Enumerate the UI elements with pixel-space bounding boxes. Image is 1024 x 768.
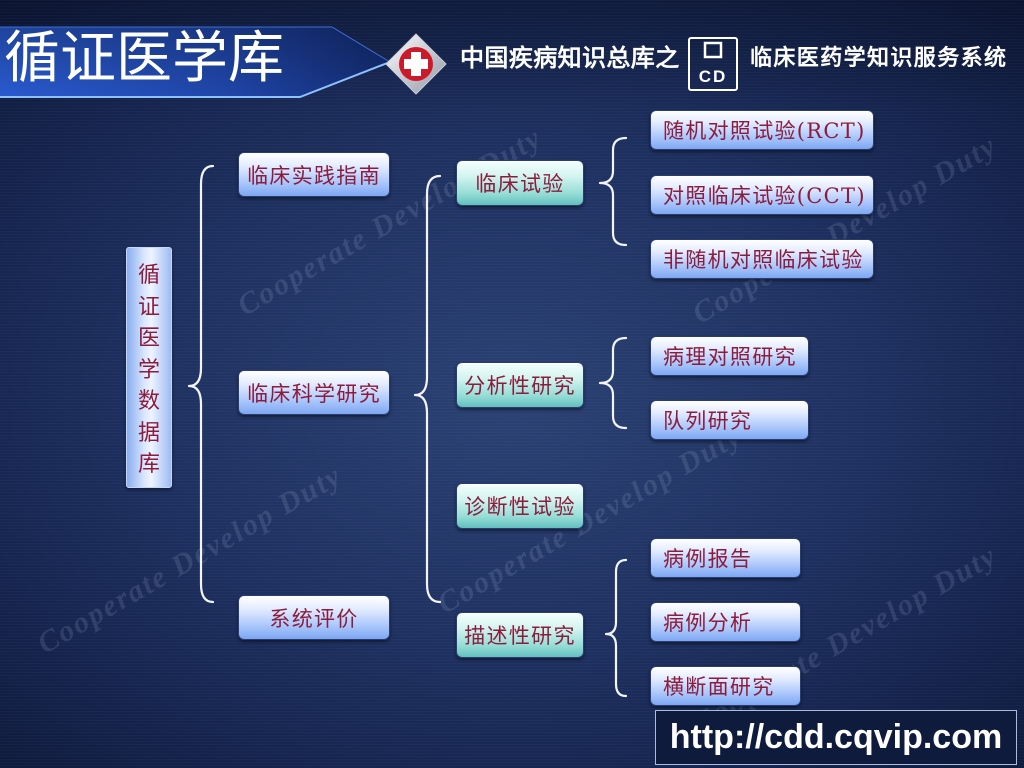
- brace-clinical-research: [413, 174, 442, 604]
- brace-root: [187, 164, 215, 604]
- node-clinical-practice-guidelines: 临床实践指南: [238, 152, 390, 197]
- node-rct: 随机对照试验(RCT): [650, 110, 874, 150]
- cdd-logo-frame: [688, 37, 738, 91]
- node-systematic-review: 系统评价: [238, 595, 390, 640]
- brand-prefix: 中国疾病知识总库之: [460, 44, 680, 72]
- node-diagnostic-test: 诊断性试验: [456, 483, 584, 529]
- banner-bottom-edge: [0, 61, 391, 98]
- root-node-ebm-database: 循证医学数据库: [126, 247, 172, 488]
- node-case-analysis: 病例分析: [650, 602, 801, 642]
- brace-clinical-trial: [598, 136, 628, 247]
- node-analytical-study: 分析性研究: [456, 362, 584, 408]
- cdd-logo-border: [688, 37, 738, 91]
- node-cct: 对照临床试验(CCT): [650, 175, 874, 215]
- page-title: 循证医学库: [4, 26, 284, 91]
- cdd-logo-icon: CD: [688, 37, 738, 91]
- node-clinical-scientific-research: 临床科学研究: [238, 370, 390, 415]
- banner-top-edge: [0, 26, 391, 63]
- root-node-label: 循证医学数据库: [137, 263, 160, 477]
- node-case-control-study: 病理对照研究: [650, 336, 809, 376]
- banner-shade: [0, 27, 390, 97]
- cdd-logo-letters: CD: [698, 67, 728, 86]
- node-non-randomized-controlled-trial: 非随机对照临床试验: [650, 239, 874, 279]
- brace-descriptive-study: [604, 558, 628, 698]
- node-descriptive-study: 描述性研究: [456, 612, 584, 658]
- logo-cross-horizontal: [404, 59, 428, 69]
- brand-suffix: 临床医药学知识服务系统: [750, 46, 1008, 71]
- cdd-logo-square: [703, 41, 723, 59]
- node-case-report: 病例报告: [650, 538, 801, 578]
- brace-analytical-study: [598, 336, 628, 430]
- url-link[interactable]: http://cdd.cqvip.com: [655, 710, 1017, 765]
- node-clinical-trial: 临床试验: [456, 160, 584, 206]
- title-banner: [0, 26, 391, 98]
- node-cross-sectional-study: 横断面研究: [650, 666, 801, 706]
- red-cross-diamond-icon: [385, 33, 447, 95]
- node-cohort-study: 队列研究: [650, 400, 809, 440]
